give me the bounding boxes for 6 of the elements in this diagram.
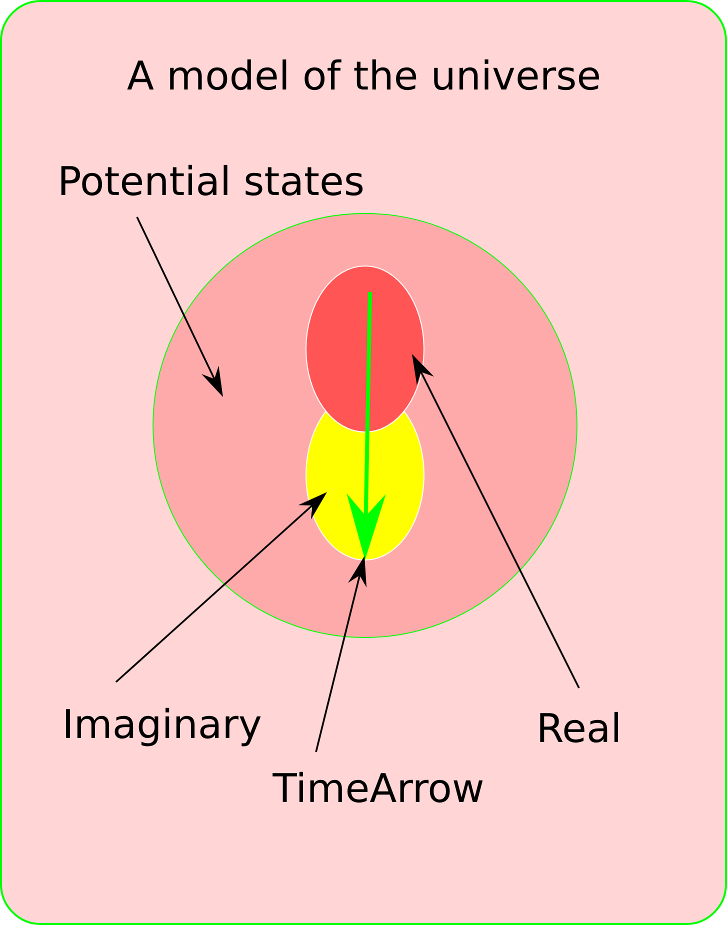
callout-label: Imaginary: [66, 708, 261, 746]
title: A model of the universe: [127, 59, 599, 90]
callout-label: TimeArrow: [272, 772, 483, 803]
upper-ellipse: [306, 266, 424, 432]
callout-label: Potential states: [61, 164, 363, 196]
callout-label: Real: [540, 712, 618, 743]
